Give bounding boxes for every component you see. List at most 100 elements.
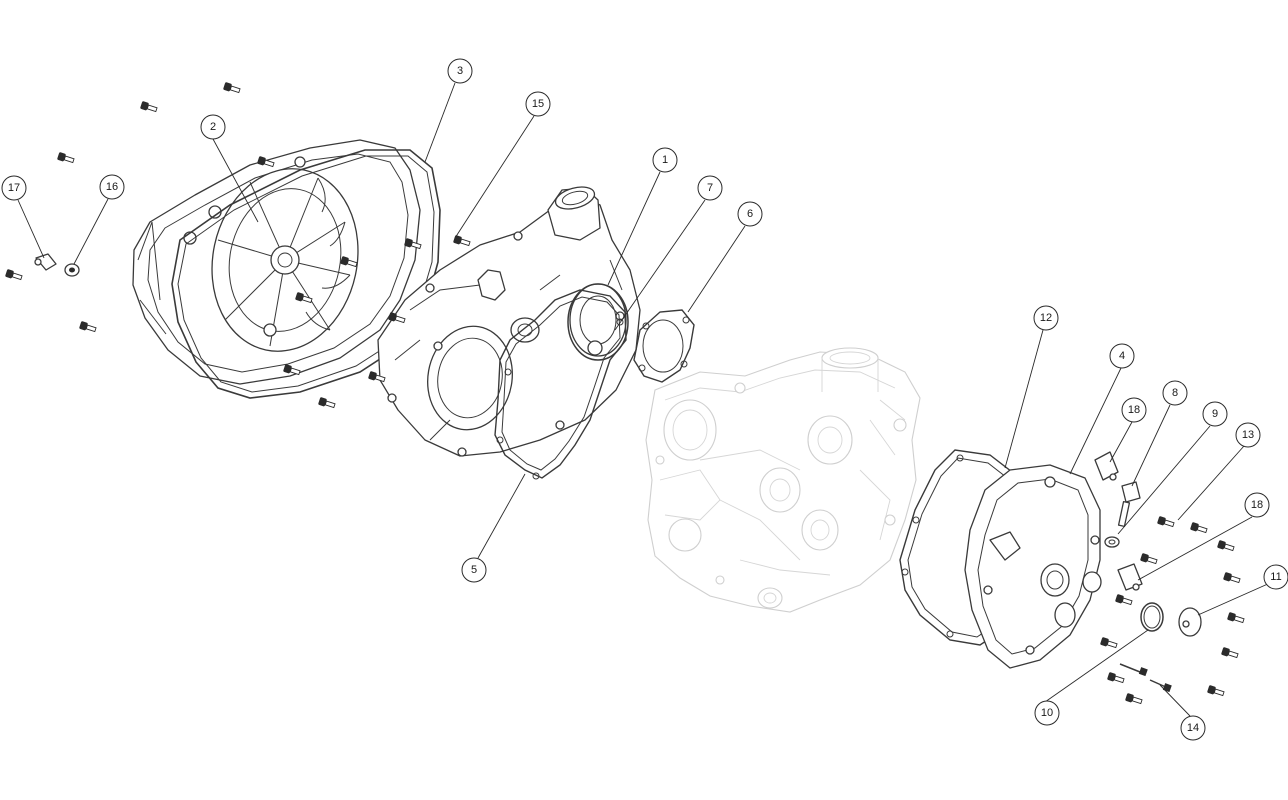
callout-10-label: 10 <box>1041 707 1053 719</box>
callout-4: 4 <box>1109 343 1135 369</box>
clip-plate-18-lower <box>1117 563 1143 591</box>
bolt-shank <box>1229 575 1241 584</box>
callout-6: 6 <box>737 201 763 227</box>
callout-1: 1 <box>652 147 678 173</box>
callout-5: 5 <box>461 557 487 583</box>
bolt-head <box>1107 672 1116 682</box>
callout-7-label: 7 <box>707 182 713 194</box>
bolt <box>1221 647 1239 659</box>
bolt-head <box>79 321 88 331</box>
bolt-head <box>318 397 327 407</box>
bolt-head <box>295 292 304 302</box>
callout-9-label: 9 <box>1212 408 1218 420</box>
bolt-shank <box>85 324 97 333</box>
bolt-shank <box>1213 688 1225 697</box>
bolt-head <box>140 101 149 111</box>
bolt <box>1107 672 1125 684</box>
bolt <box>318 397 336 409</box>
bolt <box>1140 553 1158 565</box>
bolt-head <box>1227 612 1236 622</box>
bolt-shank <box>263 159 275 168</box>
bolt-shank <box>1163 519 1175 528</box>
callout-3-label: 3 <box>457 65 463 77</box>
bolt-head <box>404 238 413 248</box>
bolt-head <box>340 256 349 266</box>
callout-3: 3 <box>447 58 473 84</box>
bolt-shank <box>1233 615 1245 624</box>
long-bolts-14 <box>1119 663 1172 693</box>
bolt-shank <box>1146 556 1158 565</box>
bolt-shank <box>1131 696 1143 705</box>
bolt-shank <box>1227 650 1239 659</box>
bolt-shank <box>1106 640 1118 649</box>
bolt <box>1207 685 1225 697</box>
callout-10: 10 <box>1034 700 1060 726</box>
callout-9: 9 <box>1202 401 1228 427</box>
bolt-head <box>5 269 14 279</box>
small-gasket <box>633 309 695 383</box>
callout-16-label: 16 <box>106 181 118 193</box>
callout-4-label: 4 <box>1119 350 1125 362</box>
callout-18-upper: 18 <box>1121 397 1147 423</box>
plug-11 <box>1178 607 1202 637</box>
bolt-head <box>1125 693 1134 703</box>
bolt-head <box>283 364 292 374</box>
callout-8: 8 <box>1162 380 1188 406</box>
callout-18-lower-label: 18 <box>1251 499 1263 511</box>
callout-17-label: 17 <box>8 182 20 194</box>
callout-2: 2 <box>200 114 226 140</box>
callout-2-label: 2 <box>210 121 216 133</box>
bolt-shank <box>229 85 241 94</box>
bolt-shank <box>459 238 471 247</box>
bolt-shank <box>1196 525 1208 534</box>
sensor-8 <box>1117 481 1141 528</box>
bolt-head <box>1207 685 1216 695</box>
speed-sensor-17 <box>34 253 57 271</box>
callout-8-label: 8 <box>1172 387 1178 399</box>
callout-7: 7 <box>697 175 723 201</box>
bolt-shank <box>374 374 386 383</box>
bolt <box>79 321 97 333</box>
bolt-head <box>1223 572 1232 582</box>
bolt-shank <box>1113 675 1125 684</box>
bolt <box>1190 522 1208 534</box>
clip-plate-18-upper <box>1094 451 1119 481</box>
callout-6-label: 6 <box>747 208 753 220</box>
callout-18-upper-label: 18 <box>1128 404 1140 416</box>
washer-9 <box>1104 536 1120 548</box>
engine-crankcase-ghost <box>645 347 921 613</box>
bolt <box>295 292 313 304</box>
callout-11: 11 <box>1263 564 1288 590</box>
bolt <box>340 256 358 268</box>
bolt <box>223 82 241 94</box>
bolt-head <box>223 82 232 92</box>
fastener-bolts <box>5 82 1245 705</box>
clutch-side-cover <box>964 464 1102 669</box>
bolt-shank <box>301 295 313 304</box>
bolt-head <box>1217 540 1226 550</box>
leader-lines <box>17 82 1271 717</box>
bolt <box>404 238 422 250</box>
bushing-16 <box>64 263 80 277</box>
inner-cover-gasket <box>494 289 627 480</box>
callout-13-label: 13 <box>1242 429 1254 441</box>
bolt <box>1115 594 1133 606</box>
bolt <box>388 312 406 324</box>
bolt-head <box>1157 516 1166 526</box>
o-ring-10 <box>1140 602 1164 632</box>
bolt <box>257 156 275 168</box>
callout-16: 16 <box>99 174 125 200</box>
callout-13: 13 <box>1235 422 1261 448</box>
callout-12-label: 12 <box>1040 312 1052 324</box>
bolt-head <box>1140 553 1149 563</box>
bolt <box>1100 637 1118 649</box>
bolt-head <box>1221 647 1230 657</box>
bolt <box>140 101 158 113</box>
bolt-shank <box>146 104 158 113</box>
bolt-shank <box>1121 597 1133 606</box>
bolt-shank <box>410 241 422 250</box>
bolt-shank <box>289 367 301 376</box>
outer-cvt-cover <box>132 139 421 385</box>
callout-12: 12 <box>1033 305 1059 331</box>
bolt-head <box>257 156 266 166</box>
